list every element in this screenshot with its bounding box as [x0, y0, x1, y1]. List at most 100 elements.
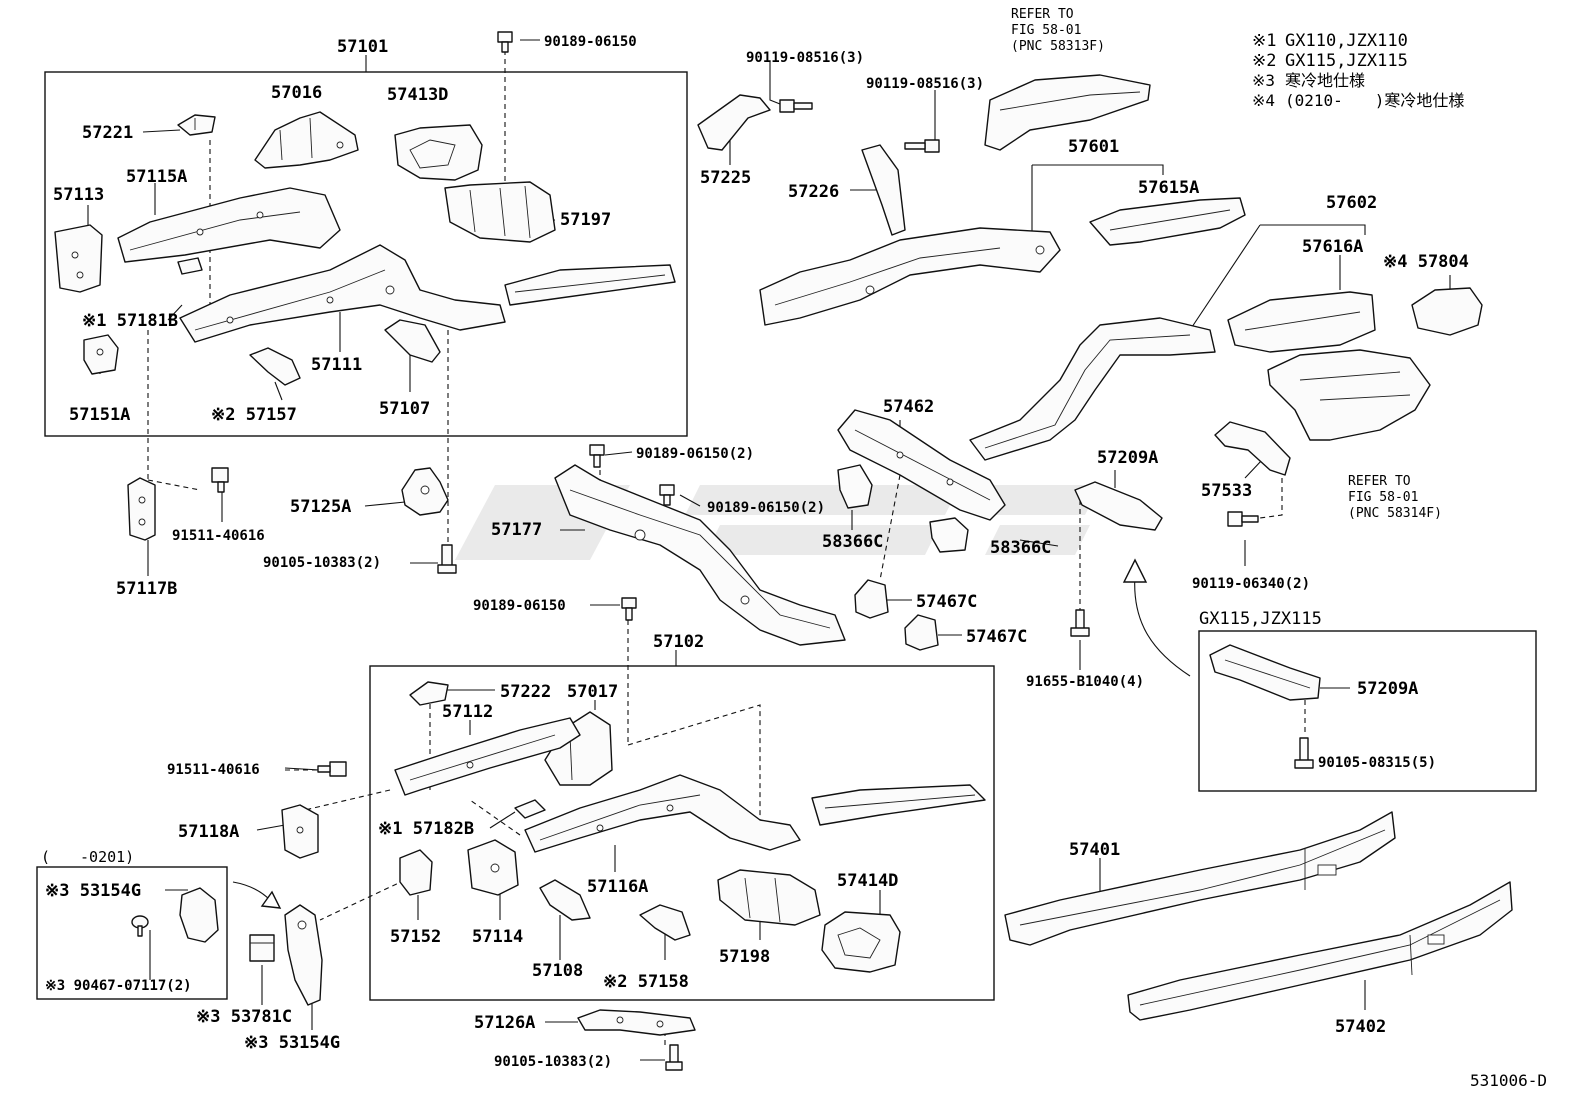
label-57601: 57601 [1068, 137, 1119, 157]
label-57108: 57108 [532, 961, 583, 981]
part-57226 [861, 144, 906, 236]
part-57111 [179, 244, 506, 343]
label-91511-40616-b: 91511-40616 [167, 762, 260, 778]
refer-line3: (PNC 58314F) [1348, 506, 1442, 521]
arrow-head-icon [260, 890, 282, 909]
label-57102: 57102 [653, 632, 704, 652]
part-57126A [577, 1009, 696, 1036]
part-57116A [524, 774, 801, 853]
label-53781C: ※3 53781C [196, 1007, 292, 1027]
part-57209A [1074, 481, 1163, 531]
label-57467C-b: 57467C [966, 627, 1027, 647]
label-57116A: 57116A [587, 877, 648, 897]
part-53154G-b [284, 904, 323, 1006]
inset-box-0201 [36, 866, 228, 1000]
part-57112 [394, 717, 581, 796]
label-91655-B1040: 91655-B1040(4) [1026, 674, 1144, 690]
label-57222: 57222 [500, 682, 551, 702]
bolt-90119-08516-a [779, 99, 813, 113]
part-53154G-a [179, 887, 219, 943]
inset-box-gx115 [1198, 630, 1537, 792]
label-57209A-inset: 57209A [1357, 679, 1418, 699]
label-90119-08516-b: 90119-08516(3) [866, 76, 984, 92]
part-57533 [1214, 421, 1291, 476]
bolt-91655-B1040 [1070, 609, 1090, 637]
part-57601 [759, 227, 1061, 326]
label-57158: ※2 57158 [603, 972, 689, 992]
part-58314F [1267, 349, 1431, 441]
label-57401: 57401 [1069, 840, 1120, 860]
part-57602 [969, 317, 1216, 461]
legend-text-2: GX115,JZX115 [1285, 51, 1408, 71]
part-upper-sill [504, 264, 676, 306]
label-90105-08315: 90105-08315(5) [1318, 755, 1436, 771]
label-57101: 57101 [337, 37, 388, 57]
part-57118A [281, 804, 319, 859]
label-57117B: 57117B [116, 579, 177, 599]
clip-90189-06150-2a [589, 444, 605, 468]
bolt-90105-08315 [1294, 737, 1314, 769]
part-57402 [1127, 881, 1513, 1021]
label-53154G-a: ※3 53154G [45, 881, 141, 901]
part-57125A [401, 467, 449, 516]
part-57462 [837, 409, 1006, 521]
label-90189-06150-2a: 90189-06150(2) [636, 446, 754, 462]
label-57126A: 57126A [474, 1013, 535, 1033]
label-57467C-a: 57467C [916, 592, 977, 612]
part-57114 [467, 839, 519, 896]
label-57177: 57177 [491, 520, 542, 540]
part-57113 [54, 224, 103, 293]
arrow-head-icon [1122, 558, 1148, 583]
label-57616A: 57616A [1302, 237, 1363, 257]
label-90189-06150-2b: 90189-06150(2) [707, 500, 825, 516]
label-57182B: ※1 57182B [378, 819, 474, 839]
label-57804: ※4 57804 [1383, 252, 1469, 272]
label-57113: 57113 [53, 185, 104, 205]
part-53781C [249, 934, 275, 962]
refer-note-58314F: REFER TO FIG 58-01 (PNC 58314F) [1348, 474, 1442, 521]
part-57158 [639, 904, 691, 941]
part-57182B [514, 799, 546, 819]
part-57181B [177, 257, 203, 275]
label-57414D: 57414D [837, 871, 898, 891]
bolt-90105-10383-a [437, 544, 457, 574]
legend-mark-1: ※1 [1252, 31, 1276, 51]
label-57112: 57112 [442, 702, 493, 722]
label-57225: 57225 [700, 168, 751, 188]
bolt-90119-06340 [1227, 511, 1259, 527]
part-57221 [177, 114, 216, 136]
part-57115A [117, 187, 341, 263]
label-57209A: 57209A [1097, 448, 1158, 468]
legend-text-4: (0210- )寒冷地仕様 [1285, 91, 1464, 110]
label-57157: ※2 57157 [211, 405, 297, 425]
refer-note-58313F: REFER TO FIG 58-01 (PNC 58313F) [1011, 7, 1105, 54]
label-57221: 57221 [82, 123, 133, 143]
bolt-90119-08516-b [904, 139, 940, 153]
label-90119-08516-a: 90119-08516(3) [746, 50, 864, 66]
refer-line1: REFER TO [1348, 474, 1411, 489]
clip-90189-06150-mid [621, 597, 637, 621]
part-57225 [697, 94, 771, 151]
bolt-91511-40616-b [317, 761, 347, 777]
part-58366C-b [929, 517, 969, 553]
part-57108 [539, 879, 591, 921]
label-57016: 57016 [271, 83, 322, 103]
inset-title-gx115: GX115,JZX115 [1199, 609, 1322, 629]
part-labels: 57101 57016 57413D 57221 57115A 57113 57… [45, 34, 1469, 1070]
inset-title-0201: ( -0201) [41, 848, 134, 866]
label-57114: 57114 [472, 927, 523, 947]
part-57157 [249, 347, 301, 386]
part-57222 [409, 681, 449, 706]
part-lower-sill [811, 784, 986, 826]
part-57467C-b [904, 614, 939, 651]
group-box-57102 [369, 665, 995, 1001]
part-57198 [717, 869, 821, 926]
label-90105-10383-b: 90105-10383(2) [494, 1054, 612, 1070]
part-57616A [1227, 291, 1376, 353]
part-57117B [127, 477, 156, 541]
label-57125A: 57125A [290, 497, 351, 517]
part-57209A-inset [1209, 644, 1321, 701]
label-58366C-a: 58366C [822, 532, 883, 552]
bolt-91511-40616-a [211, 467, 229, 493]
label-57615A: 57615A [1138, 178, 1199, 198]
